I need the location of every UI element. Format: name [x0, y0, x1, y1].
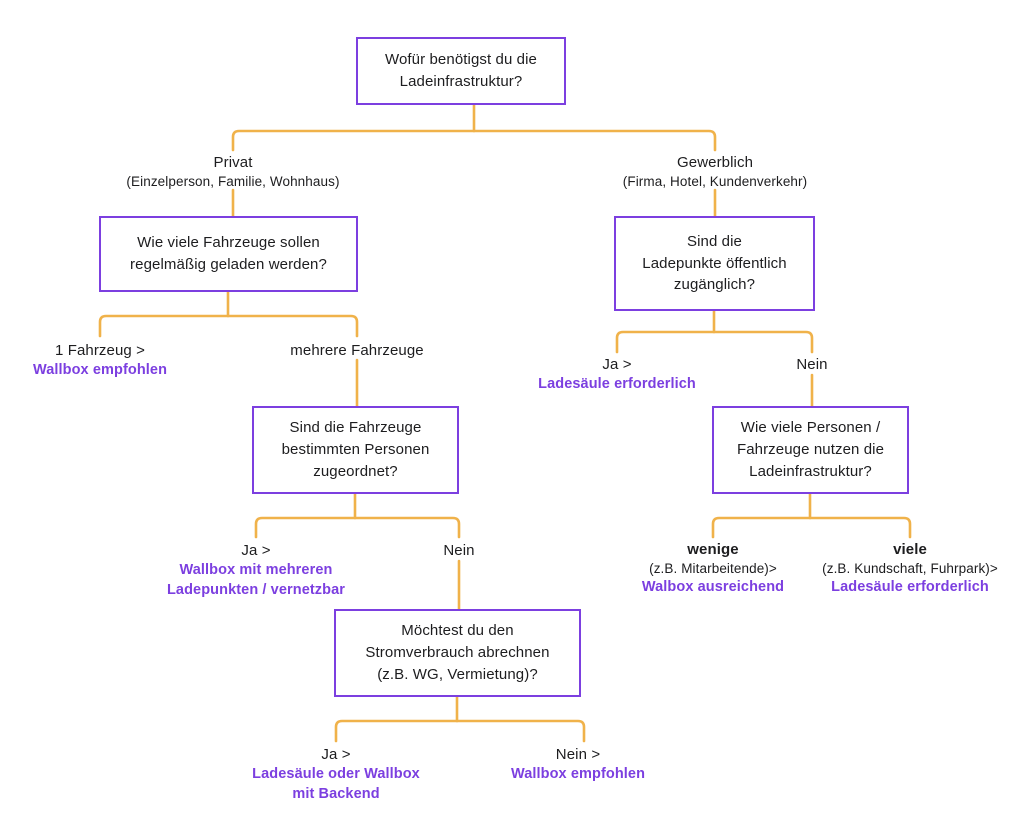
- connector-root-split: [231, 129, 717, 152]
- node-privat-question-text: Wie viele Fahrzeuge sollen regelmäßig ge…: [130, 232, 327, 276]
- label-privat-main: Privat: [213, 154, 253, 171]
- label-zuordnung-nein-main: Nein: [443, 542, 475, 559]
- connector-gewerblich-question-split: [615, 330, 814, 354]
- label-gewerblich-main: Gewerblich: [676, 154, 754, 171]
- label-abrechnung-nein-main: Nein >: [555, 746, 601, 763]
- connector-personen-split: [711, 516, 912, 539]
- label-abrechnung-nein-result: Wallbox empfohlen: [510, 766, 646, 783]
- node-gewerblich-question[interactable]: Sind die Ladepunkte öffentlich zugänglic…: [614, 216, 815, 311]
- label-oeffentlich-ja: Ja > Ladesäule erforderlich: [467, 355, 767, 395]
- node-root-line1: Wofür benötigst du die: [384, 51, 538, 69]
- label-privat-sub: (Einzelperson, Familie, Wohnhaus): [126, 174, 340, 190]
- node-root-question[interactable]: Wofür benötigst du die Ladeinfrastruktur…: [356, 37, 566, 105]
- label-oeffentlich-ja-main: Ja >: [602, 356, 632, 373]
- label-abrechnung-ja-main: Ja >: [321, 746, 351, 763]
- label-mehrere-fahrzeuge-main: mehrere Fahrzeuge: [290, 342, 424, 359]
- node-privat-question[interactable]: Wie viele Fahrzeuge sollen regelmäßig ge…: [99, 216, 358, 292]
- node-abrechnung-line1: Möchtest du den: [401, 622, 514, 640]
- label-viele-sub: (z.B. Kundschaft, Fuhrpark)>: [822, 561, 998, 577]
- label-gewerblich-sub: (Firma, Hotel, Kundenverkehr): [622, 174, 808, 190]
- label-mehrere-fahrzeuge: mehrere Fahrzeuge: [207, 341, 507, 361]
- node-zuordnung-line2: bestimmten Personen: [281, 441, 430, 459]
- connector-zuordnung-split: [254, 516, 461, 539]
- node-personen-line1: Wie viele Personen /: [740, 419, 881, 437]
- label-viele-result: Ladesäule erforderlich: [831, 579, 989, 596]
- node-personen-question-text: Wie viele Personen / Fahrzeuge nutzen di…: [737, 417, 884, 482]
- label-abrechnung-ja-result-line2: mit Backend: [292, 785, 380, 802]
- label-wenige: wenige (z.B. Mitarbeitende)> Walbox ausr…: [563, 540, 863, 598]
- node-personen-line3: Ladeinfrastruktur?: [749, 462, 872, 480]
- label-ein-fahrzeug-result: Wallbox empfohlen: [32, 362, 168, 379]
- node-zuordnung-line3: zugeordnet?: [313, 462, 398, 480]
- label-ein-fahrzeug: 1 Fahrzeug > Wallbox empfohlen: [0, 341, 250, 381]
- label-ein-fahrzeug-main: 1 Fahrzeug >: [54, 342, 145, 359]
- node-zuordnung-question-text: Sind die Fahrzeuge bestimmten Personen z…: [282, 417, 430, 482]
- label-privat: Privat (Einzelperson, Familie, Wohnhaus): [83, 153, 383, 191]
- connector-privat-question-split: [98, 314, 359, 338]
- label-oeffentlich-nein-main: Nein: [796, 356, 828, 373]
- label-gewerblich: Gewerblich (Firma, Hotel, Kundenverkehr): [565, 153, 865, 191]
- label-wenige-main: wenige: [687, 541, 739, 558]
- node-privat-line2: regelmäßig geladen werden?: [130, 256, 327, 273]
- node-gewerblich-line3: zugänglich?: [673, 276, 756, 294]
- node-gewerblich-line2: Ladepunkte öffentlich: [642, 254, 787, 272]
- node-root-line2: Ladeinfrastruktur?: [399, 73, 523, 90]
- label-abrechnung-nein: Nein > Wallbox empfohlen: [428, 745, 728, 785]
- label-zuordnung-ja-main: Ja >: [241, 542, 271, 559]
- label-zuordnung-ja-result-line2: Ladepunkten / vernetzbar: [166, 581, 346, 598]
- label-viele: viele (z.B. Kundschaft, Fuhrpark)> Lades…: [760, 540, 1024, 598]
- label-wenige-result: Walbox ausreichend: [641, 579, 785, 596]
- node-root-question-text: Wofür benötigst du die Ladeinfrastruktur…: [385, 49, 537, 93]
- node-gewerblich-question-text: Sind die Ladepunkte öffentlich zugänglic…: [642, 231, 786, 296]
- node-abrechnung-line3: (z.B. WG, Vermietung)?: [377, 665, 538, 683]
- label-zuordnung-ja-result-line1: Wallbox mit mehreren: [179, 562, 333, 579]
- node-abrechnung-line2: Stromverbrauch abrechnen: [365, 644, 550, 662]
- label-wenige-sub: (z.B. Mitarbeitende)>: [649, 561, 777, 577]
- node-privat-line1: Wie viele Fahrzeuge sollen: [137, 234, 320, 252]
- node-personen-question[interactable]: Wie viele Personen / Fahrzeuge nutzen di…: [712, 406, 909, 494]
- node-zuordnung-line1: Sind die Fahrzeuge: [289, 419, 422, 437]
- label-oeffentlich-ja-result: Ladesäule erforderlich: [538, 376, 696, 393]
- node-zuordnung-question[interactable]: Sind die Fahrzeuge bestimmten Personen z…: [252, 406, 459, 494]
- connector-abrechnung-split: [334, 719, 586, 743]
- node-abrechnung-question-text: Möchtest du den Stromverbrauch abrechnen…: [365, 620, 549, 685]
- label-zuordnung-ja: Ja > Wallbox mit mehreren Ladepunkten / …: [106, 541, 406, 600]
- label-viele-main: viele: [893, 541, 927, 558]
- node-gewerblich-line1: Sind die: [686, 232, 742, 250]
- label-oeffentlich-nein: Nein: [662, 355, 962, 375]
- label-zuordnung-nein: Nein: [309, 541, 609, 561]
- node-abrechnung-question[interactable]: Möchtest du den Stromverbrauch abrechnen…: [334, 609, 581, 697]
- label-abrechnung-ja-result-line1: Ladesäule oder Wallbox: [252, 766, 420, 783]
- node-personen-line2: Fahrzeuge nutzen die: [736, 441, 885, 459]
- label-abrechnung-ja: Ja > Ladesäule oder Wallbox mit Backend: [186, 745, 486, 804]
